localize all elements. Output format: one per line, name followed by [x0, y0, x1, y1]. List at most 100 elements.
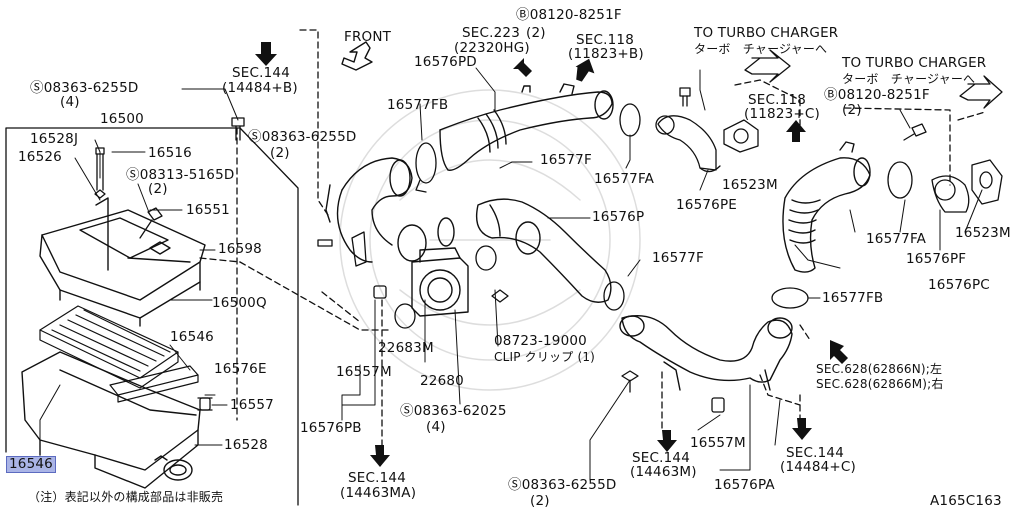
callout-16516: 16516 [148, 145, 192, 161]
diagram-code: A165C163 [930, 493, 1002, 509]
callout-16557m-a: 16557M [336, 364, 392, 380]
duct-16576PA [619, 315, 793, 391]
clamp-16577FA-right [887, 161, 913, 199]
callout-16577f-b: 16577F [652, 250, 704, 266]
callout-08120-right: Ⓑ08120-8251F [824, 87, 930, 103]
callout-08313-qty: (2) [148, 181, 168, 197]
dashed-leaders [199, 29, 986, 456]
duct-16576PD [439, 83, 614, 171]
callout-16577fb-a: 16577FB [387, 97, 449, 113]
gasket-16523M-mid [723, 119, 759, 153]
duct-16576E [109, 365, 199, 403]
circle-s-icon: Ⓢ [508, 477, 522, 493]
grommet-16557M-right [711, 397, 725, 413]
callout-08313: Ⓢ08313-5165D [126, 167, 235, 183]
callout-16576pe: 16576PE [676, 197, 738, 213]
callout-22683m: 22683M [378, 340, 434, 356]
turbo-note-1-jp: ターボ チャージャーへ [694, 42, 828, 56]
clamp-16577FB-right [771, 287, 809, 309]
bolt-08363-62025 [491, 289, 509, 303]
callout-16546-highlighted[interactable]: 16546 [6, 456, 56, 473]
turbo-note-1-en: TO TURBO CHARGER [694, 25, 839, 41]
footer-note: （注）表記以外の構成部品は非販売 [28, 490, 224, 504]
callout-08363-c-qty: (2) [530, 493, 550, 509]
callout-08363-a-qty: (4) [60, 94, 80, 110]
callout-16523m-a: 16523M [722, 177, 778, 193]
circle-s-icon: Ⓢ [30, 80, 44, 96]
callout-16528j: 16528J [30, 131, 79, 147]
air-cleaner-lid [39, 197, 206, 327]
callout-14463m: (14463M) [630, 464, 697, 480]
throttle-body-22680 [411, 247, 469, 317]
bolt-08363-bottom [621, 370, 639, 393]
callout-sec628-right: SEC.628(62866M);右 [816, 377, 944, 391]
callout-11823c: (11823+C) [744, 106, 821, 122]
callout-16500q: 16500Q [212, 295, 267, 311]
callout-sec144-c: SEC.144 [786, 445, 844, 461]
bolt-08120-top [679, 87, 691, 107]
clamp-16577FB-top [415, 142, 437, 193]
callout-08363-b: Ⓢ08363-6255D [248, 129, 357, 145]
duct-left-upper [325, 157, 413, 263]
callout-sec144-a: SEC.144 [232, 65, 290, 81]
front-arrow-icon [341, 41, 373, 71]
air-cleaner-body-16528 [21, 351, 201, 489]
screw-08313 [139, 207, 163, 239]
callout-16576pa: 16576PA [714, 477, 775, 493]
clamp-16577FA-top [619, 103, 641, 137]
circle-s-icon: Ⓢ [400, 403, 414, 419]
callout-16576pd: 16576PD [414, 54, 477, 70]
callout-16577fa-a: 16577FA [594, 171, 655, 187]
callout-14484c: (14484+C) [780, 459, 857, 475]
callout-sec118-c: SEC.118 [748, 92, 806, 108]
callout-08363-62025: Ⓢ08363-62025 [400, 403, 507, 419]
callout-clip: CLIP クリップ (1) [494, 350, 596, 364]
callout-16528: 16528 [224, 437, 268, 453]
clamp-08723 [475, 245, 497, 271]
callout-08363-b-qty: (2) [270, 145, 290, 161]
callout-16577fb-b: 16577FB [822, 290, 884, 306]
callout-16576e: 16576E [214, 361, 267, 377]
callout-16546-a: 16546 [170, 329, 214, 345]
bolt-16516 [94, 147, 106, 199]
callout-16551: 16551 [186, 202, 230, 218]
callout-sec144-b: SEC.144 [632, 450, 690, 466]
callout-16526: 16526 [18, 149, 62, 165]
callout-08120-right-qty: (2) [842, 102, 862, 118]
callout-16598: 16598 [218, 241, 262, 257]
callout-08120-top: Ⓑ08120-8251F [516, 7, 622, 23]
callout-sec223: SEC.223 [462, 25, 520, 41]
bolt-08363-top [231, 117, 245, 141]
callout-08363-c: Ⓢ08363-6255D [508, 477, 617, 493]
front-label: FRONT [344, 29, 392, 45]
gasket-16523M-right [971, 159, 1003, 205]
circle-s-icon: Ⓢ [248, 129, 262, 145]
callout-sec144-d: SEC.144 [348, 470, 406, 486]
duct-16576P [397, 198, 612, 303]
grommet-16557 [197, 397, 213, 411]
turbo-note-2-en: TO TURBO CHARGER [842, 55, 987, 71]
circle-s-icon: Ⓢ [126, 167, 140, 183]
clamp-16577F-lower [603, 281, 625, 311]
bracket-left [317, 231, 367, 267]
duct-16576PC [782, 141, 871, 273]
circle-s-icon: Ⓑ [824, 87, 838, 103]
callout-16577fa-b: 16577FA [866, 231, 927, 247]
callout-sec223-qty: (2) [526, 25, 546, 41]
callout-16523m-b: 16523M [955, 225, 1011, 241]
callout-16577f-a: 16577F [540, 152, 592, 168]
callout-16576pf: 16576PF [906, 251, 967, 267]
turbo-note-2-jp: ターボ チャージャーへ [842, 72, 976, 86]
solid-leaders [39, 67, 983, 481]
callout-16500: 16500 [100, 111, 144, 127]
callout-14484b: (14484+B) [222, 80, 298, 96]
callout-sec118-a: SEC.118 [576, 32, 634, 48]
callout-08723: 08723-19000 [494, 333, 587, 349]
callout-08363-a: Ⓢ08363-6255D [30, 80, 139, 96]
callout-22320hg: (22320HG) [454, 40, 530, 56]
elbow-16576PF [931, 175, 970, 213]
callout-16557: 16557 [230, 397, 274, 413]
filter-element-16546 [39, 305, 179, 389]
